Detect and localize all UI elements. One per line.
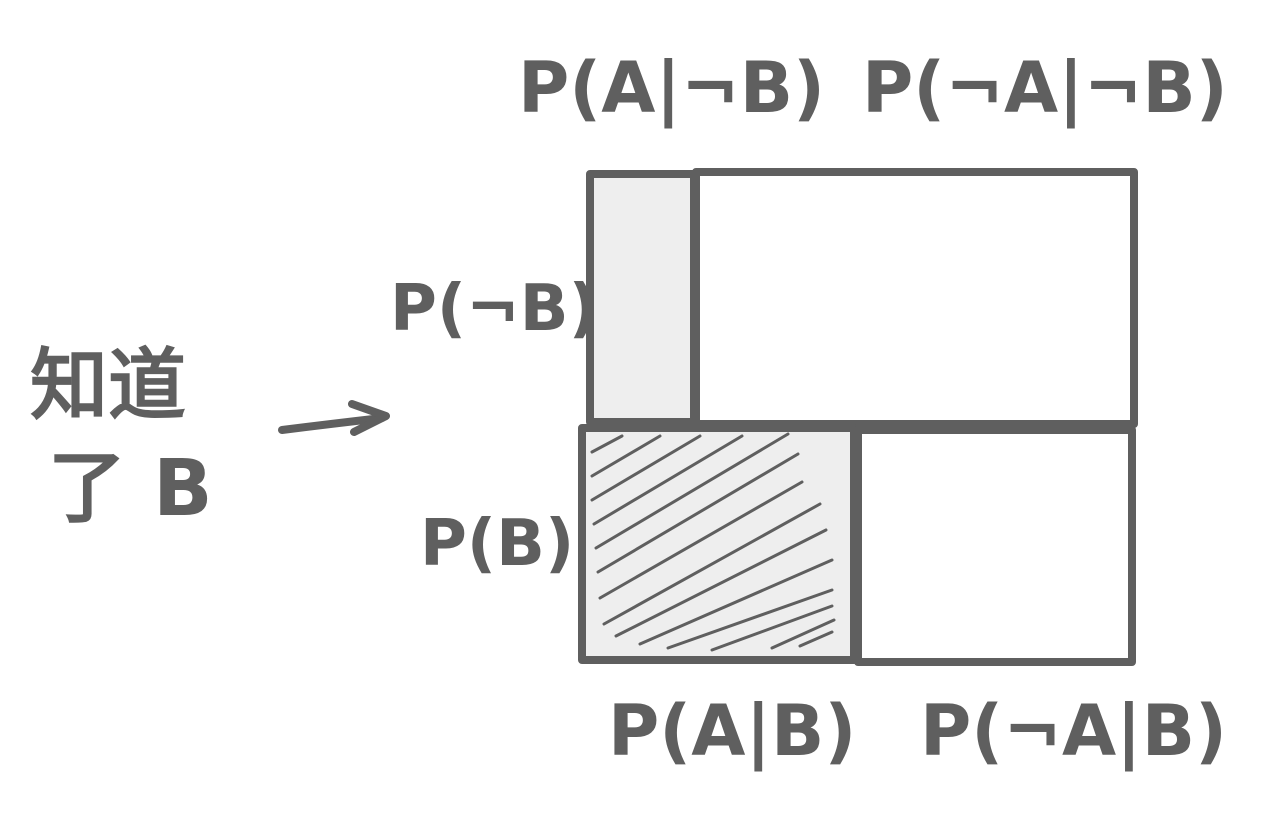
cell-a-and-b [578,424,858,664]
arrow-right-icon [278,400,390,436]
note-know-line1: 知道 [30,341,186,431]
label-p-not-a-given-b: P(¬A|B) [920,690,1227,772]
note-know-line2: 了 B [48,444,213,534]
cell-a-and-not-b [586,170,698,426]
cell-not-a-and-b [854,426,1136,666]
label-p-a-given-b: P(A|B) [608,690,856,772]
label-p-a-given-not-b: P(A|¬B) [518,47,825,129]
cell-not-a-and-not-b [692,168,1138,428]
label-p-b: P(B) [420,507,574,581]
hatch-shading [590,432,836,652]
label-p-not-a-given-not-b: P(¬A|¬B) [862,47,1228,129]
label-p-not-b: P(¬B) [390,272,598,346]
